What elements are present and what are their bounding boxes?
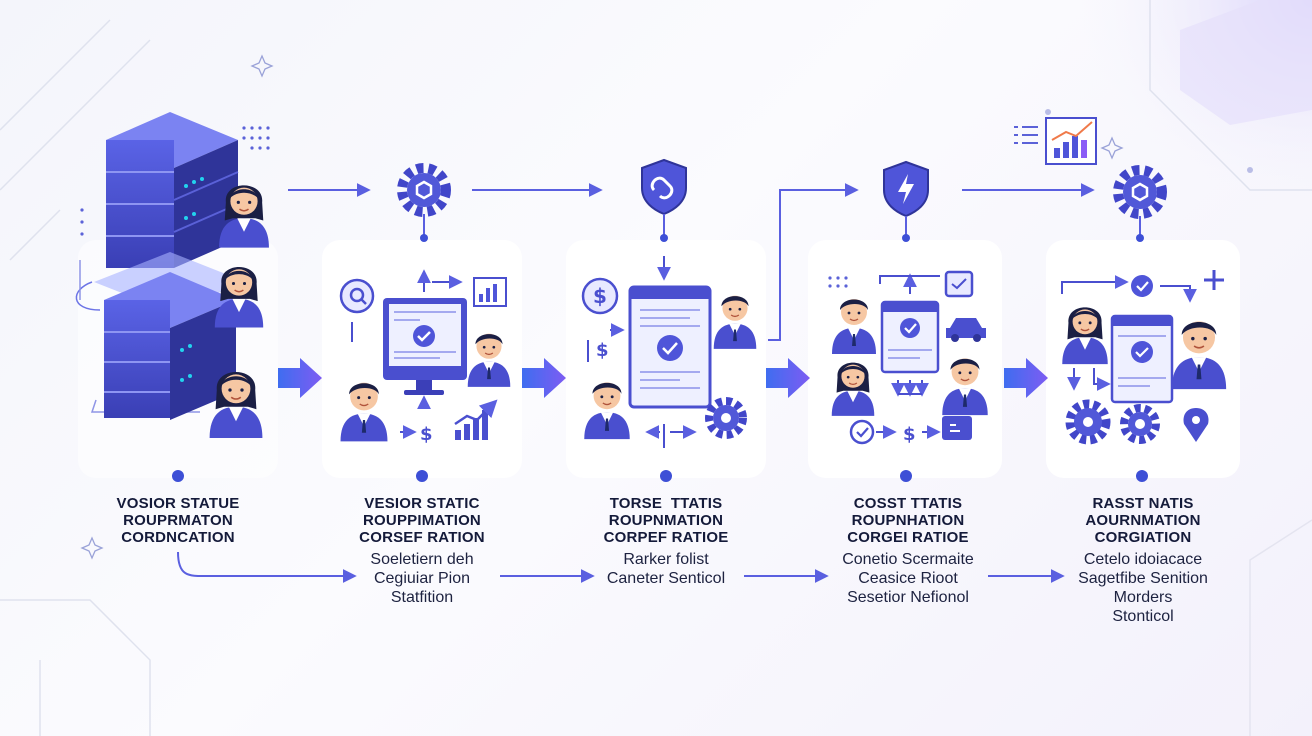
bar-chart-icon xyxy=(454,277,507,440)
stage-1-title: VOSIOR STATUE ROUPRMATON CORDNCATION xyxy=(78,495,278,546)
stage-description-line: Morders xyxy=(1113,589,1173,606)
stage-title-line: TORSE TTATIS xyxy=(609,495,723,512)
svg-text:$: $ xyxy=(596,340,609,361)
bottom-flow-arrows xyxy=(177,551,1065,583)
stage-description-line: Caneter Senticol xyxy=(606,570,726,587)
stage-description-line: Cegiuiar Pion xyxy=(373,570,471,587)
dollar-icon: $ $ xyxy=(581,277,619,361)
main-flow-arrows xyxy=(278,358,1048,398)
document-check-icon xyxy=(880,300,940,374)
shield-link-icon xyxy=(641,158,687,216)
stage-title-line: ROUPRMATON xyxy=(123,512,233,529)
monitor-check-icon xyxy=(383,298,467,395)
stage-description-line: Soeletiern deh xyxy=(370,551,474,568)
stage-title-line: COSST TTATIS xyxy=(853,495,963,512)
stage-3-description: Rarker folist Caneter Senticol xyxy=(561,550,771,588)
stage-title-line: ROUPPIMATION xyxy=(363,512,481,529)
stage-description-line: Sesetior Nefionol xyxy=(847,589,969,606)
search-icon xyxy=(339,278,375,314)
gear-icon xyxy=(1065,399,1111,445)
stage-5-description: Cetelo idoiacace Sagetfibe Senition Mord… xyxy=(1038,550,1248,626)
dollar-icon: $ xyxy=(420,424,433,445)
location-pin-icon xyxy=(1183,408,1209,442)
check-circle-icon xyxy=(849,419,875,445)
stage-title-line: CORDNCATION xyxy=(121,529,235,546)
stage-title-line: VOSIOR STATUE xyxy=(116,495,240,512)
stage-title-line: AOURNMATION xyxy=(1085,512,1201,529)
dollar-icon: $ xyxy=(903,424,916,445)
stage-title-line: CORPEF RATIOE xyxy=(603,529,729,546)
document-check-icon xyxy=(1110,314,1174,404)
stage-description-line: Rarker folist xyxy=(623,551,709,568)
stage-description-line: Statfition xyxy=(390,589,454,606)
stage-description-line: Cetelo idoiacace xyxy=(1083,551,1203,568)
stage-title-line: VESIOR STATIC xyxy=(364,495,480,512)
stage-description-line: Sagetfibe Senition xyxy=(1078,570,1208,587)
stage-title-line: CORSEF RATION xyxy=(359,529,485,546)
gear-icon xyxy=(397,163,451,217)
stage-title-line: RASST NATIS xyxy=(1092,495,1194,512)
gear-icon xyxy=(705,397,747,439)
stage-description-line: Ceasice Rioot xyxy=(858,570,958,587)
puzzle-icon xyxy=(942,270,974,440)
stage-4-description: Conetio Scermaite Ceasice Rioot Sesetior… xyxy=(803,550,1013,607)
sparkle-icon xyxy=(250,54,274,78)
svg-text:$: $ xyxy=(593,284,607,308)
stage-4-title: COSST TTATIS ROUPNHATION CORGEI RATIOE xyxy=(808,495,1008,546)
stage-description-line: Conetio Scermaite xyxy=(842,551,974,568)
stage-title-line: CORGIATION xyxy=(1094,529,1192,546)
analytics-icon xyxy=(1014,117,1097,165)
small-arrows xyxy=(587,256,697,448)
small-arrows xyxy=(876,273,941,439)
sparkle-icon xyxy=(1100,136,1124,160)
plus-icon xyxy=(1204,270,1224,290)
dot-grid xyxy=(828,276,848,288)
gear-icon xyxy=(1113,165,1167,219)
gear-icon xyxy=(1120,404,1160,444)
stage-title-line: ROUPNHATION xyxy=(851,512,965,529)
check-circle-icon xyxy=(1131,275,1153,297)
document-check-icon xyxy=(628,285,712,409)
stage-description-line: Stonticol xyxy=(1112,608,1174,625)
stage-title-line: ROUPNMATION xyxy=(608,512,724,529)
stage-title-line: CORGEI RATIOE xyxy=(847,529,969,546)
stage-5-title: RASST NATIS AOURNMATION CORGIATION xyxy=(1043,495,1243,546)
small-arrows xyxy=(351,269,463,439)
stage-2-title: VESIOR STATIC ROUPPIMATION CORSEF RATION xyxy=(322,495,522,546)
small-arrows xyxy=(1061,275,1197,391)
shield-bolt-icon xyxy=(883,160,929,218)
top-flow-arrows xyxy=(288,183,1095,341)
stage-dots xyxy=(172,470,1148,482)
stage-2-description: Soeletiern deh Cegiuiar Pion Statfition xyxy=(317,550,527,607)
stage-3-title: TORSE TTATIS ROUPNMATION CORPEF RATIOE xyxy=(566,495,766,546)
sparkle-icon xyxy=(80,536,104,560)
car-icon xyxy=(946,318,986,342)
